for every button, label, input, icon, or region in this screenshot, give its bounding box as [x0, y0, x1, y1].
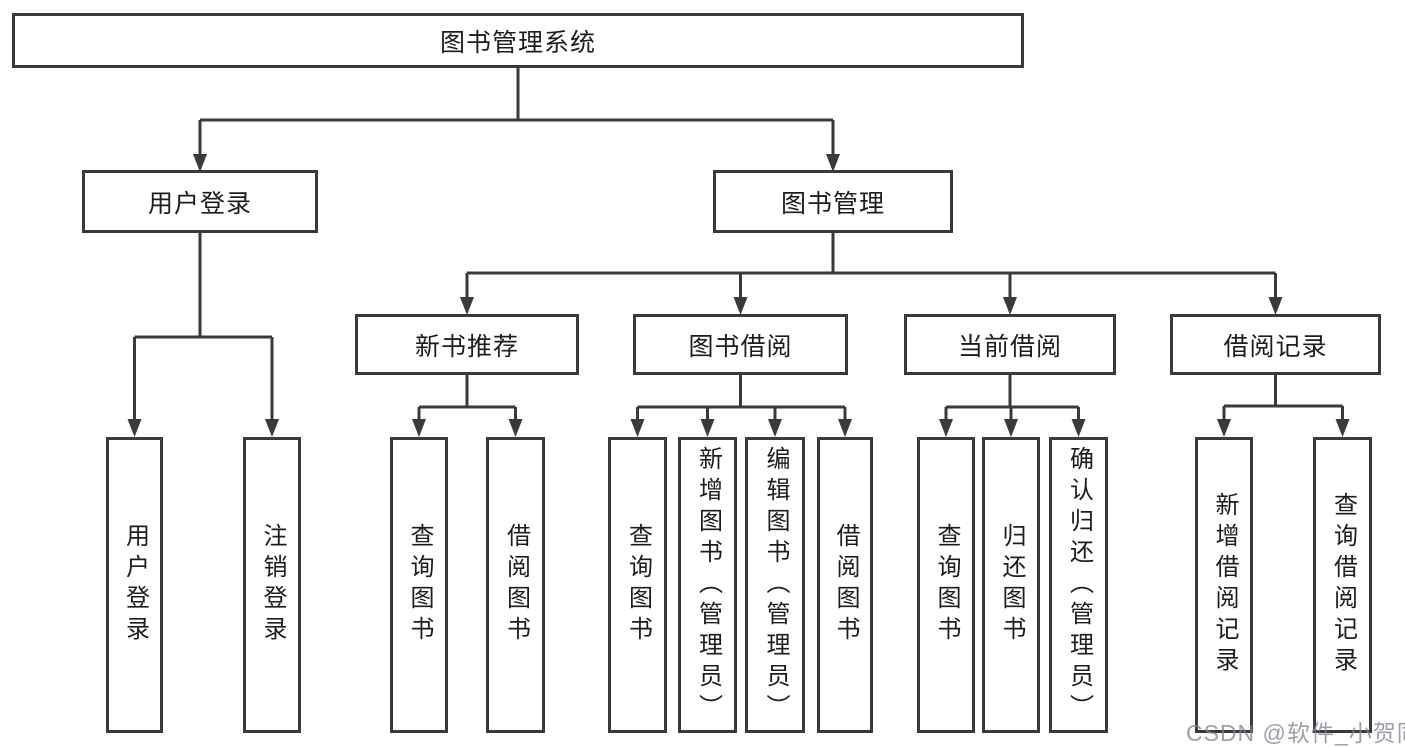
node-current-borrowing: 当前借阅: [904, 314, 1116, 375]
node-label: 当前借阅: [957, 332, 1062, 361]
leaf-label: 注销登录: [259, 523, 286, 647]
leaf-label: 借阅图书: [502, 523, 530, 647]
leaf-label: 查询图书: [406, 523, 433, 647]
node-label: 图书借阅: [688, 332, 793, 361]
leaf-label: 用户登录: [121, 523, 149, 647]
watermark-text: CSDN @软件_小贺同学: [1186, 720, 1405, 746]
leaf-query-books-current: 查询图书: [917, 437, 975, 733]
leaf-label: 编辑图书（管理员）: [762, 445, 789, 725]
node-borrowing-records: 借阅记录: [1170, 314, 1381, 375]
node-label: 图书管理: [780, 189, 885, 218]
node-library-management-system: 图书管理系统: [12, 13, 1024, 68]
node-label: 用户登录: [147, 189, 252, 218]
leaf-logout: 注销登录: [243, 437, 301, 733]
leaf-confirm-return-admin: 确认归还（管理员）: [1049, 437, 1108, 733]
leaf-borrow-books-recommend: 借阅图书: [486, 437, 545, 733]
leaf-label: 查询图书: [933, 523, 960, 647]
node-new-book-recommendation: 新书推荐: [355, 314, 579, 375]
leaf-query-books-recommend: 查询图书: [390, 437, 448, 733]
leaf-label: 确认归还（管理员）: [1065, 445, 1093, 725]
node-book-management: 图书管理: [713, 170, 953, 233]
leaf-query-borrow-record: 查询借阅记录: [1313, 437, 1372, 733]
leaf-user-login: 用户登录: [106, 437, 163, 733]
node-label: 新书推荐: [414, 332, 519, 361]
leaf-label: 查询借阅记录: [1329, 492, 1357, 678]
leaf-borrow-books: 借阅图书: [817, 437, 873, 733]
leaf-label: 查询图书: [624, 523, 652, 647]
leaf-label: 新增图书（管理员）: [694, 445, 722, 725]
node-label: 借阅记录: [1223, 332, 1328, 361]
leaf-label: 归还图书: [998, 523, 1025, 647]
leaf-label: 借阅图书: [832, 523, 859, 647]
leaf-add-books-admin: 新增图书（管理员）: [678, 437, 737, 733]
leaf-label: 新增借阅记录: [1211, 492, 1238, 678]
node-label: 图书管理系统: [439, 28, 596, 57]
node-book-borrowing: 图书借阅: [633, 314, 848, 375]
leaf-return-books: 归还图书: [982, 437, 1040, 733]
leaf-query-books: 查询图书: [608, 437, 667, 733]
node-user-login: 用户登录: [82, 170, 318, 233]
leaf-add-borrow-record: 新增借阅记录: [1195, 437, 1253, 733]
leaf-edit-books-admin: 编辑图书（管理员）: [745, 437, 805, 733]
